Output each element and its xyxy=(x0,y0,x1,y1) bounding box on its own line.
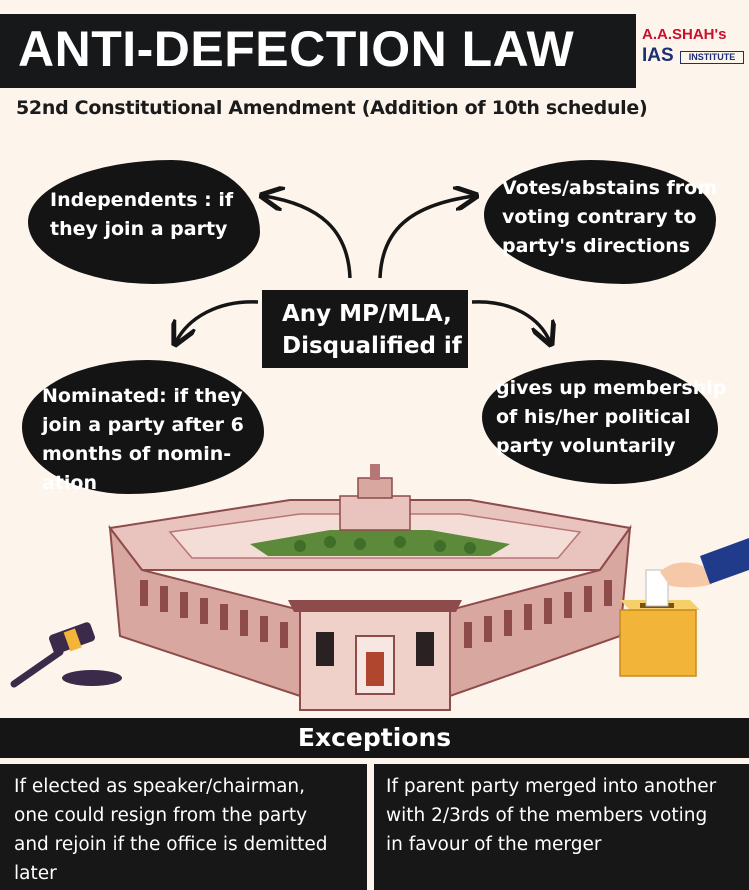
page-subtitle: 52nd Constitutional Amendment (Addition … xyxy=(16,97,648,119)
institute-logo: A.A.SHAH's IAS INSTITUTE xyxy=(642,26,746,70)
gavel-icon xyxy=(10,622,122,688)
parliament-building-icon xyxy=(108,464,632,711)
title-bar: ANTI-DEFECTION LAW xyxy=(0,14,636,88)
illustration xyxy=(10,464,749,711)
arrow-to-votes xyxy=(378,196,474,279)
diagram-arrows xyxy=(0,0,749,560)
ballot-box-icon xyxy=(619,538,749,677)
exception-speaker: If elected as speaker/chairman, one coul… xyxy=(0,764,367,890)
logo-name: A.A.SHAH's xyxy=(642,26,727,43)
exception-merger: If parent party merged into another with… xyxy=(374,764,749,890)
logo-institute: INSTITUTE xyxy=(680,51,744,64)
center-box: Any MP/MLA, Disqualified if xyxy=(262,290,468,368)
exceptions-title: Exceptions xyxy=(297,723,452,752)
arrow-to-independents xyxy=(264,196,352,279)
logo-ias: IAS xyxy=(642,45,674,66)
condition-nominated: Nominated: if they join a party after 6 … xyxy=(22,360,264,494)
exceptions-header: Exceptions xyxy=(0,718,749,758)
condition-votes: Votes/abstains from voting contrary to p… xyxy=(484,160,717,284)
arrow-to-membership xyxy=(471,300,550,342)
condition-membership: gives up membership of his/her political… xyxy=(482,360,726,484)
arrow-to-nominated xyxy=(176,300,259,342)
page-title: ANTI-DEFECTION LAW xyxy=(18,21,575,77)
condition-independents: Independents : if they join a party xyxy=(28,160,260,284)
